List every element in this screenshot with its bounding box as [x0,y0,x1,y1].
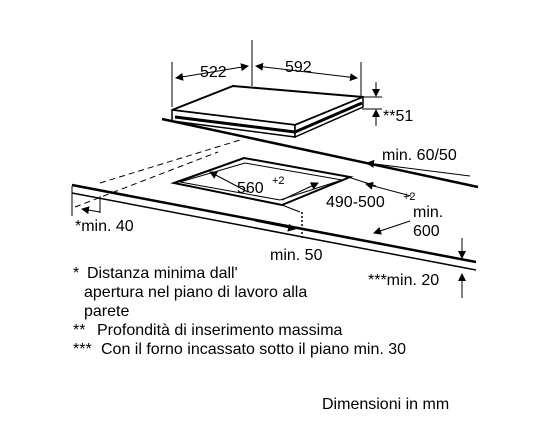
footnote-text: parete [84,303,130,320]
wall-clearance-label: min. 60/50 [382,147,457,164]
footnote-marker: * [73,265,80,282]
units-caption: Dimensioni in mm [322,396,450,413]
front-clearance-label: min. 50 [270,247,323,264]
cutout-width-tol: +2 [272,175,285,187]
thickness-dimension [362,82,382,126]
footnote-3: *** Con il forno incassato sotto il pian… [73,340,493,359]
cutout-depth-label: 490-500 [326,194,385,211]
footnotes: * Distanza minima dall' apertura nel pia… [73,264,493,359]
cutout-width-label: 560 [237,180,264,197]
wall-clearance-dimension [366,159,471,177]
footnote-text: Con il forno incassato sotto il piano mi… [101,341,407,358]
worktop-depth-label-2: 600 [413,223,440,240]
footnote-2: ** Profondità di inserimento massima [73,321,493,340]
footnote-marker: *** [73,341,92,358]
front-clearance-dimension [254,212,303,238]
footnote-1-cont: apertura nel piano di lavoro alla [73,283,493,302]
width-label: 592 [285,59,312,76]
footnote-text: Distanza minima dall' [87,265,238,282]
top-dimensions [171,40,362,107]
bottom-clearance-label: ***min. 20 [368,272,439,289]
cutout-depth-dimension [281,175,412,213]
footnote-marker: ** [73,322,86,339]
footnote-1-cont2: parete [73,302,493,321]
side-clearance-label: *min. 40 [75,218,134,235]
footnote-text: Profondità di inserimento massima [97,322,343,339]
side-clearance-dimension [71,186,101,216]
thickness-label: **51 [383,108,413,125]
depth-label: 522 [200,64,227,81]
footnote-1: * Distanza minima dall' [73,264,493,283]
worktop-depth-dimension [373,220,411,235]
worktop-drawing [71,117,479,271]
cutout-drawing [170,156,354,207]
cutout-depth-tol: +2 [403,191,416,203]
hob-drawing [171,84,364,139]
worktop-depth-label-1: min. [413,204,443,221]
footnote-text: apertura nel piano di lavoro alla [84,284,308,301]
